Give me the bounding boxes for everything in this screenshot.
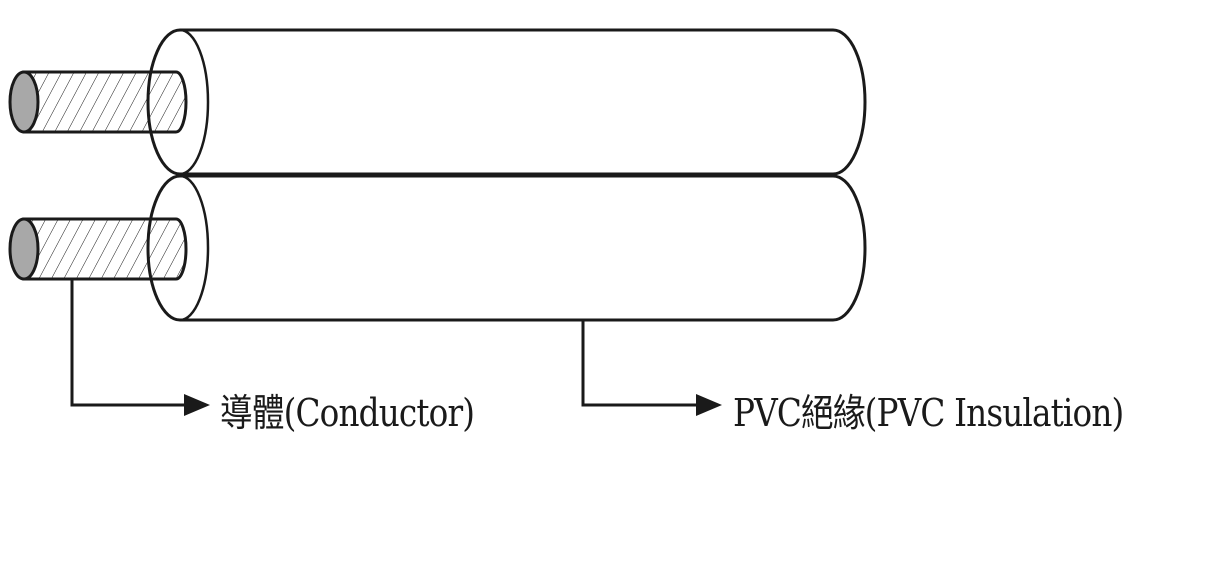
bottom-conductor — [8, 217, 188, 281]
top-conductor — [8, 70, 188, 134]
insulation-label: PVC絕緣(PVC Insulation) — [733, 391, 1124, 435]
insulation-callout-arrow — [581, 320, 722, 416]
bottom-conductor-end — [8, 217, 40, 281]
conductor-callout-arrow — [70, 279, 210, 416]
top-conductor-end — [8, 70, 40, 134]
top-insulation — [146, 28, 867, 176]
bottom-insulation — [146, 174, 867, 322]
conductor-label: 導體(Conductor) — [220, 391, 475, 435]
